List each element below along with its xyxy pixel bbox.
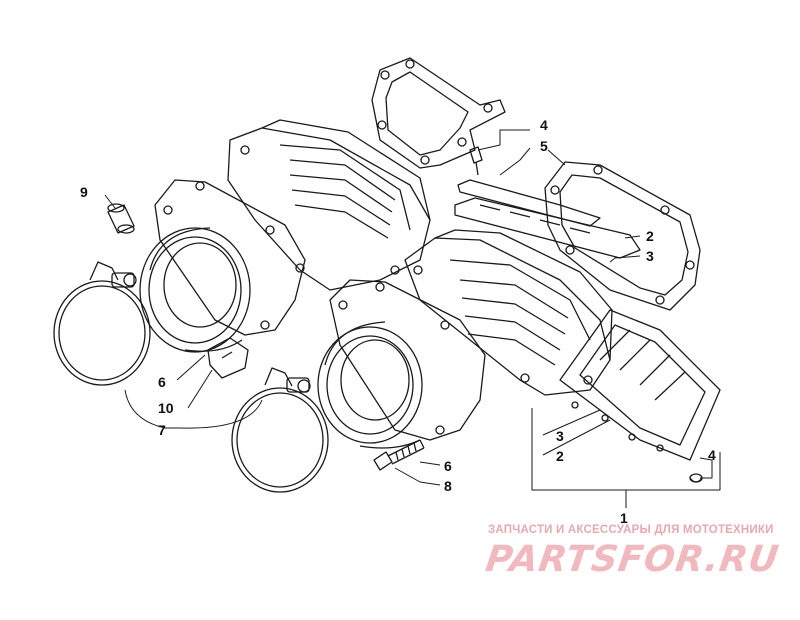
intake-boot-upper (139, 179, 306, 353)
reed-cage-lower (404, 229, 613, 396)
gasket-right (544, 161, 701, 311)
callout-3-upper: 3 (646, 248, 654, 264)
callout-2-lower: 2 (556, 448, 564, 464)
callout-3-lower: 3 (556, 428, 564, 444)
bolt (373, 439, 425, 471)
callout-1: 1 (620, 510, 628, 526)
reed-cage-upper (227, 119, 431, 291)
screw-upper (469, 146, 483, 176)
spacer-sleeve (107, 203, 135, 234)
callout-6-lower: 6 (444, 458, 452, 474)
gasket-upper (371, 57, 506, 169)
callout-4-upper: 4 (540, 117, 548, 133)
callout-2-upper: 2 (646, 228, 654, 244)
callout-6-upper: 6 (158, 374, 166, 390)
leader-lines (104, 129, 721, 508)
callout-5: 5 (540, 138, 548, 154)
clamp-bracket (207, 337, 249, 379)
reed-petal-upper (454, 179, 641, 259)
reed-petal-lower (559, 309, 721, 461)
hose-clamp-upper (53, 261, 151, 386)
watermark-tagline: ЗАПЧАСТИ И АКСЕССУАРЫ ДЛЯ МОТОТЕХНИКИ (488, 524, 774, 536)
callout-7: 7 (158, 422, 166, 438)
intake-boot-lower (317, 279, 486, 449)
callout-4-lower: 4 (708, 447, 716, 463)
hose-clamp-lower (231, 367, 329, 493)
callout-9: 9 (80, 184, 88, 200)
callout-10: 10 (158, 400, 174, 416)
callout-8: 8 (444, 478, 452, 494)
watermark-logo: PARTSFOR.RU (483, 539, 782, 580)
